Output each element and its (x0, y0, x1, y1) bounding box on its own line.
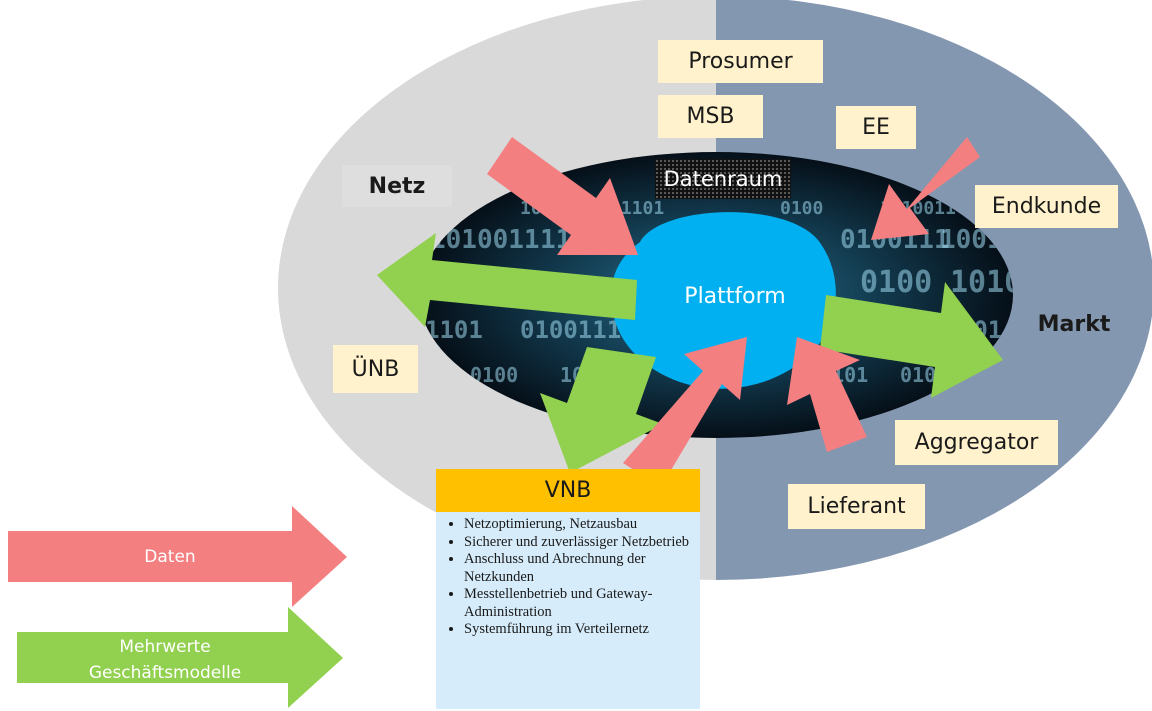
legend-daten-label: Daten (144, 547, 196, 567)
data-arrow-vnb-up (623, 337, 747, 487)
plattform-shape (611, 212, 836, 389)
data-arrow-ee (871, 137, 980, 240)
actor-ee: EE (836, 106, 916, 149)
netz-label: Netz (342, 165, 452, 207)
actor-aggregator: Aggregator (895, 420, 1058, 465)
data-arrow-aggregator (787, 337, 867, 452)
binary-digit-text: 11101 (610, 198, 664, 219)
vnb-task-list: Netzoptimierung, Netzausbau Sicherer und… (436, 516, 700, 639)
actor-lieferant: Lieferant (788, 484, 925, 529)
actor-msb: MSB (658, 95, 763, 138)
binary-digit-text: 0100 (780, 198, 823, 219)
vnb-title: VNB (436, 469, 700, 512)
vnb-task-item: Systemführung im Verteilernetz (464, 621, 694, 639)
vnb-task-item: Sicherer und zuverlässiger Netzbetrieb (464, 534, 694, 552)
value-arrow-netz (377, 233, 637, 327)
plattform-label: Plattform (684, 283, 786, 309)
markt-label: Markt (1037, 311, 1111, 337)
vnb-task-item: Messtellenbetrieb und Gateway-Administra… (464, 586, 694, 621)
value-arrow-markt (820, 282, 1003, 398)
datenraum-label: Datenraum (655, 159, 791, 199)
legend-daten-arrow (8, 506, 347, 607)
binary-digit-text: 1010011 (950, 265, 1076, 300)
vnb-box: VNB Netzoptimierung, Netzausbau Sicherer… (436, 469, 700, 709)
value-arrow-vnb (540, 347, 663, 473)
legend-mehrwerte-line2: Geschäftsmodelle (88, 663, 242, 683)
vnb-task-item: Netzoptimierung, Netzausbau (464, 516, 694, 534)
binary-digit-text: 0100111 (520, 316, 621, 344)
data-arrow-msb (487, 137, 638, 255)
vnb-task-item: Anschluss und Abrechnung der Netzkunden (464, 551, 694, 586)
legend-mehrwerte-line1: Mehrwerte (119, 637, 211, 657)
legend-mehrwerte-arrow (17, 607, 343, 708)
actor-prosumer: Prosumer (658, 40, 823, 83)
binary-digit-text: 0100 (860, 265, 932, 300)
actor-uenb: ÜNB (333, 345, 418, 393)
actor-endkunde: Endkunde (975, 185, 1118, 228)
binary-digit-text: 1101 (425, 316, 483, 344)
